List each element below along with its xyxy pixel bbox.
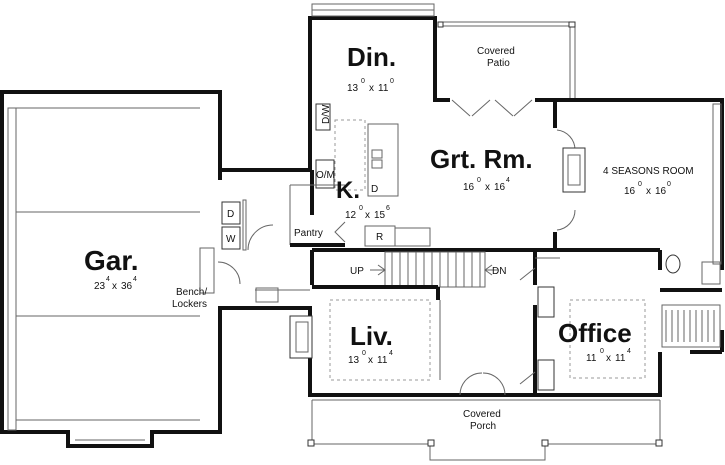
svg-text:16: 16 <box>624 186 636 197</box>
dryer <box>221 201 241 225</box>
svg-text:0: 0 <box>638 181 642 188</box>
bench-label-2: Lockers <box>172 299 207 310</box>
covered-porch <box>307 399 663 461</box>
covered-porch-label-1: Covered <box>463 409 501 420</box>
bench-label-1: Bench/ <box>176 287 207 298</box>
svg-text:4: 4 <box>506 177 510 184</box>
office-closet-2 <box>537 359 555 391</box>
svg-text:0: 0 <box>477 177 481 184</box>
garage-walls <box>0 90 222 448</box>
kitchen-label: K. <box>336 177 360 204</box>
dining-dim-d: 11 <box>378 83 389 94</box>
office-walls <box>519 248 722 395</box>
office-label: Office <box>558 318 632 348</box>
pantry-label: Pantry <box>294 228 323 239</box>
covered-patio <box>437 21 576 117</box>
mudroom-walls <box>199 168 312 310</box>
dw-label: D/W <box>321 104 332 124</box>
dining-label: Din. <box>347 42 396 72</box>
garage-label: Gar. <box>84 245 138 276</box>
covered-patio-label-2: Patio <box>487 58 510 69</box>
svg-text:36: 36 <box>121 281 133 292</box>
washer-label: W <box>226 234 236 245</box>
svg-text:0: 0 <box>359 205 363 212</box>
svg-text:16: 16 <box>655 186 667 197</box>
living-room-walls <box>289 285 506 396</box>
svg-text:16: 16 <box>494 182 506 193</box>
stairs-down-label: DN <box>492 266 506 277</box>
covered-patio-label-1: Covered <box>477 46 515 57</box>
svg-text:11: 11 <box>615 353 626 364</box>
seasons-room-label: 4 SEASONS ROOM <box>603 166 694 177</box>
svg-text:x: x <box>606 353 611 364</box>
svg-text:4: 4 <box>106 276 110 283</box>
dryer-label: D <box>227 209 234 220</box>
svg-text:0: 0 <box>361 78 365 85</box>
great-room-label: Grt. Rm. <box>430 144 533 174</box>
stairs-up-label: UP <box>350 266 364 277</box>
svg-text:11: 11 <box>377 355 388 366</box>
svg-text:4: 4 <box>389 350 393 357</box>
living-label: Liv. <box>350 321 393 351</box>
office-closet-1 <box>537 286 555 318</box>
svg-text:4: 4 <box>133 276 137 283</box>
svg-text:16: 16 <box>463 182 475 193</box>
svg-text:x: x <box>369 83 374 94</box>
svg-text:11: 11 <box>586 353 597 364</box>
svg-text:x: x <box>365 210 370 221</box>
om-label: O/M <box>316 170 335 181</box>
dishwasher-mark: D <box>371 184 378 195</box>
svg-text:x: x <box>112 281 117 292</box>
toilet <box>665 254 681 274</box>
kitchen-dining <box>289 103 431 247</box>
svg-text:x: x <box>646 186 651 197</box>
seasons-room-walls <box>553 100 722 265</box>
dining-dim-w: 13 <box>347 83 359 94</box>
covered-porch-label-2: Porch <box>470 421 496 432</box>
stairs <box>312 248 535 288</box>
fridge-label: R <box>376 232 383 243</box>
svg-text:0: 0 <box>667 181 671 188</box>
svg-text:13: 13 <box>348 355 360 366</box>
svg-text:4: 4 <box>627 348 631 355</box>
svg-text:23: 23 <box>94 281 106 292</box>
svg-text:6: 6 <box>386 205 390 212</box>
svg-text:12: 12 <box>345 210 357 221</box>
svg-text:x: x <box>485 182 490 193</box>
svg-text:0: 0 <box>600 348 604 355</box>
svg-text:0: 0 <box>390 78 394 85</box>
svg-text:15: 15 <box>374 210 386 221</box>
svg-text:x: x <box>368 355 373 366</box>
svg-text:0: 0 <box>362 350 366 357</box>
washer <box>221 226 241 250</box>
